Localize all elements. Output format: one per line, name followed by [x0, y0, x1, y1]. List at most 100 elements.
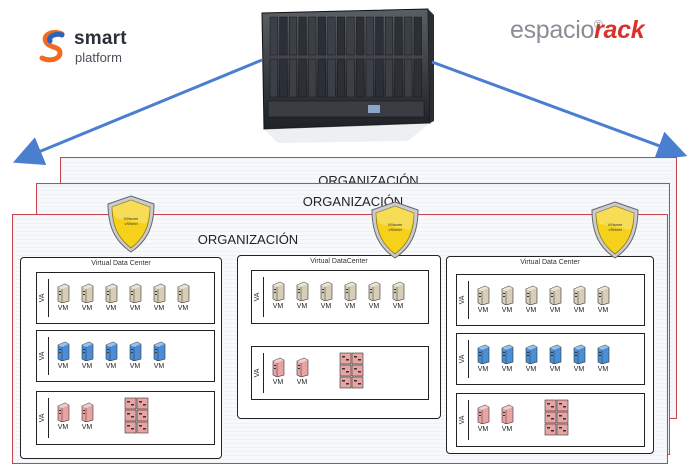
shield-text: VMware vShield: [387, 222, 403, 232]
vm-blue: VM: [569, 344, 589, 378]
va-divider: [263, 353, 264, 393]
shield-text: VMware vShield: [607, 222, 623, 232]
server-tower-icon: [153, 341, 166, 361]
server-tower-icon: [105, 283, 118, 303]
vm-label: VM: [81, 363, 93, 370]
server-tower-icon: [549, 344, 562, 364]
vm-label: VM: [549, 366, 561, 373]
vm-pink: VM: [497, 404, 517, 438]
vm-label: VM: [320, 303, 332, 310]
vm-blue: VM: [53, 341, 73, 375]
vm-pink: VM: [473, 404, 493, 438]
vshield-security-icon: VMware vShield: [104, 194, 158, 259]
registered-mark: ®: [594, 17, 603, 32]
vm-label: VM: [129, 363, 141, 370]
vm-blue: VM: [521, 344, 541, 378]
server-tower-icon: [81, 283, 94, 303]
vm-label: VM: [105, 305, 117, 312]
server-tower-icon: [57, 402, 70, 422]
vm-beige: VM: [364, 281, 384, 315]
shield-icon: [591, 201, 639, 259]
server-tower-icon: [129, 283, 142, 303]
vm-beige: VM: [173, 283, 193, 317]
server-tower-icon: [344, 281, 357, 301]
vm-label: VM: [272, 303, 284, 310]
vm-label: VM: [57, 424, 69, 431]
server-tower-icon: [477, 344, 490, 364]
storage-rack-icon: [544, 399, 569, 436]
vshield-security-icon: VMware vShield: [368, 200, 422, 265]
vm-beige: VM: [268, 281, 288, 315]
server-tower-icon: [525, 285, 538, 305]
vm-blue: VM: [101, 341, 121, 375]
vm-pink: VM: [292, 357, 312, 391]
vm-label: VM: [296, 303, 308, 310]
vdc-label: Virtual Data Center: [520, 259, 580, 266]
vm-beige: VM: [593, 285, 613, 319]
vm-beige: VM: [292, 281, 312, 315]
vm-beige: VM: [77, 283, 97, 317]
vm-blue: VM: [125, 341, 145, 375]
rack-word: rack: [594, 16, 645, 44]
server-tower-icon: [57, 341, 70, 361]
storage-rack: [338, 351, 366, 396]
server-tower-icon: [129, 341, 142, 361]
vm-blue: VM: [497, 344, 517, 378]
smart-platform-logo: smart platform: [38, 24, 148, 68]
server-tower-icon: [549, 285, 562, 305]
storage-rack: [543, 398, 571, 443]
va-label: VA: [38, 351, 46, 361]
vm-beige: VM: [388, 281, 408, 315]
server-tower-icon: [272, 281, 285, 301]
server-tower-icon: [477, 285, 490, 305]
vm-label: VM: [153, 305, 165, 312]
smart-logo-mark-icon: [39, 30, 65, 63]
va-divider: [48, 337, 49, 375]
vm-blue: VM: [77, 341, 97, 375]
vm-label: VM: [57, 305, 69, 312]
left-arrow: [12, 58, 263, 166]
vm-label: VM: [392, 303, 404, 310]
vm-blue: VM: [593, 344, 613, 378]
va-divider: [48, 398, 49, 438]
server-tower-icon: [153, 283, 166, 303]
vm-label: VM: [177, 305, 189, 312]
vm-blue: VM: [149, 341, 169, 375]
vm-label: VM: [525, 307, 537, 314]
vm-label: VM: [573, 307, 585, 314]
shield-text: VMware vShield: [123, 216, 139, 226]
va-divider: [48, 279, 49, 317]
vm-label: VM: [81, 424, 93, 431]
vm-label: VM: [296, 379, 308, 386]
vm-beige: VM: [521, 285, 541, 319]
server-tower-icon: [177, 283, 190, 303]
vdc-label: Virtual DataCenter: [310, 258, 368, 265]
vm-beige: VM: [473, 285, 493, 319]
vm-label: VM: [272, 379, 284, 386]
storage-rack-icon: [339, 352, 364, 389]
vm-beige: VM: [545, 285, 565, 319]
server-tower-icon: [81, 402, 94, 422]
vm-beige: VM: [53, 283, 73, 317]
vm-blue: VM: [473, 344, 493, 378]
vm-label: VM: [549, 307, 561, 314]
server-tower-icon: [272, 357, 285, 377]
right-arrow: [431, 60, 688, 160]
shield-icon: [371, 201, 419, 259]
storage-rack: [123, 396, 151, 441]
organization-title: ORGANIZACIÓN: [302, 194, 404, 209]
platform-word: platform: [75, 50, 122, 65]
va-label: VA: [253, 292, 261, 302]
vm-pink: VM: [53, 402, 73, 436]
vm-label: VM: [477, 307, 489, 314]
smart-word: smart: [74, 28, 127, 49]
va-divider: [263, 277, 264, 317]
server-tower-icon: [525, 344, 538, 364]
vm-label: VM: [597, 366, 609, 373]
server-tower-icon: [368, 281, 381, 301]
server-tower-icon: [105, 341, 118, 361]
